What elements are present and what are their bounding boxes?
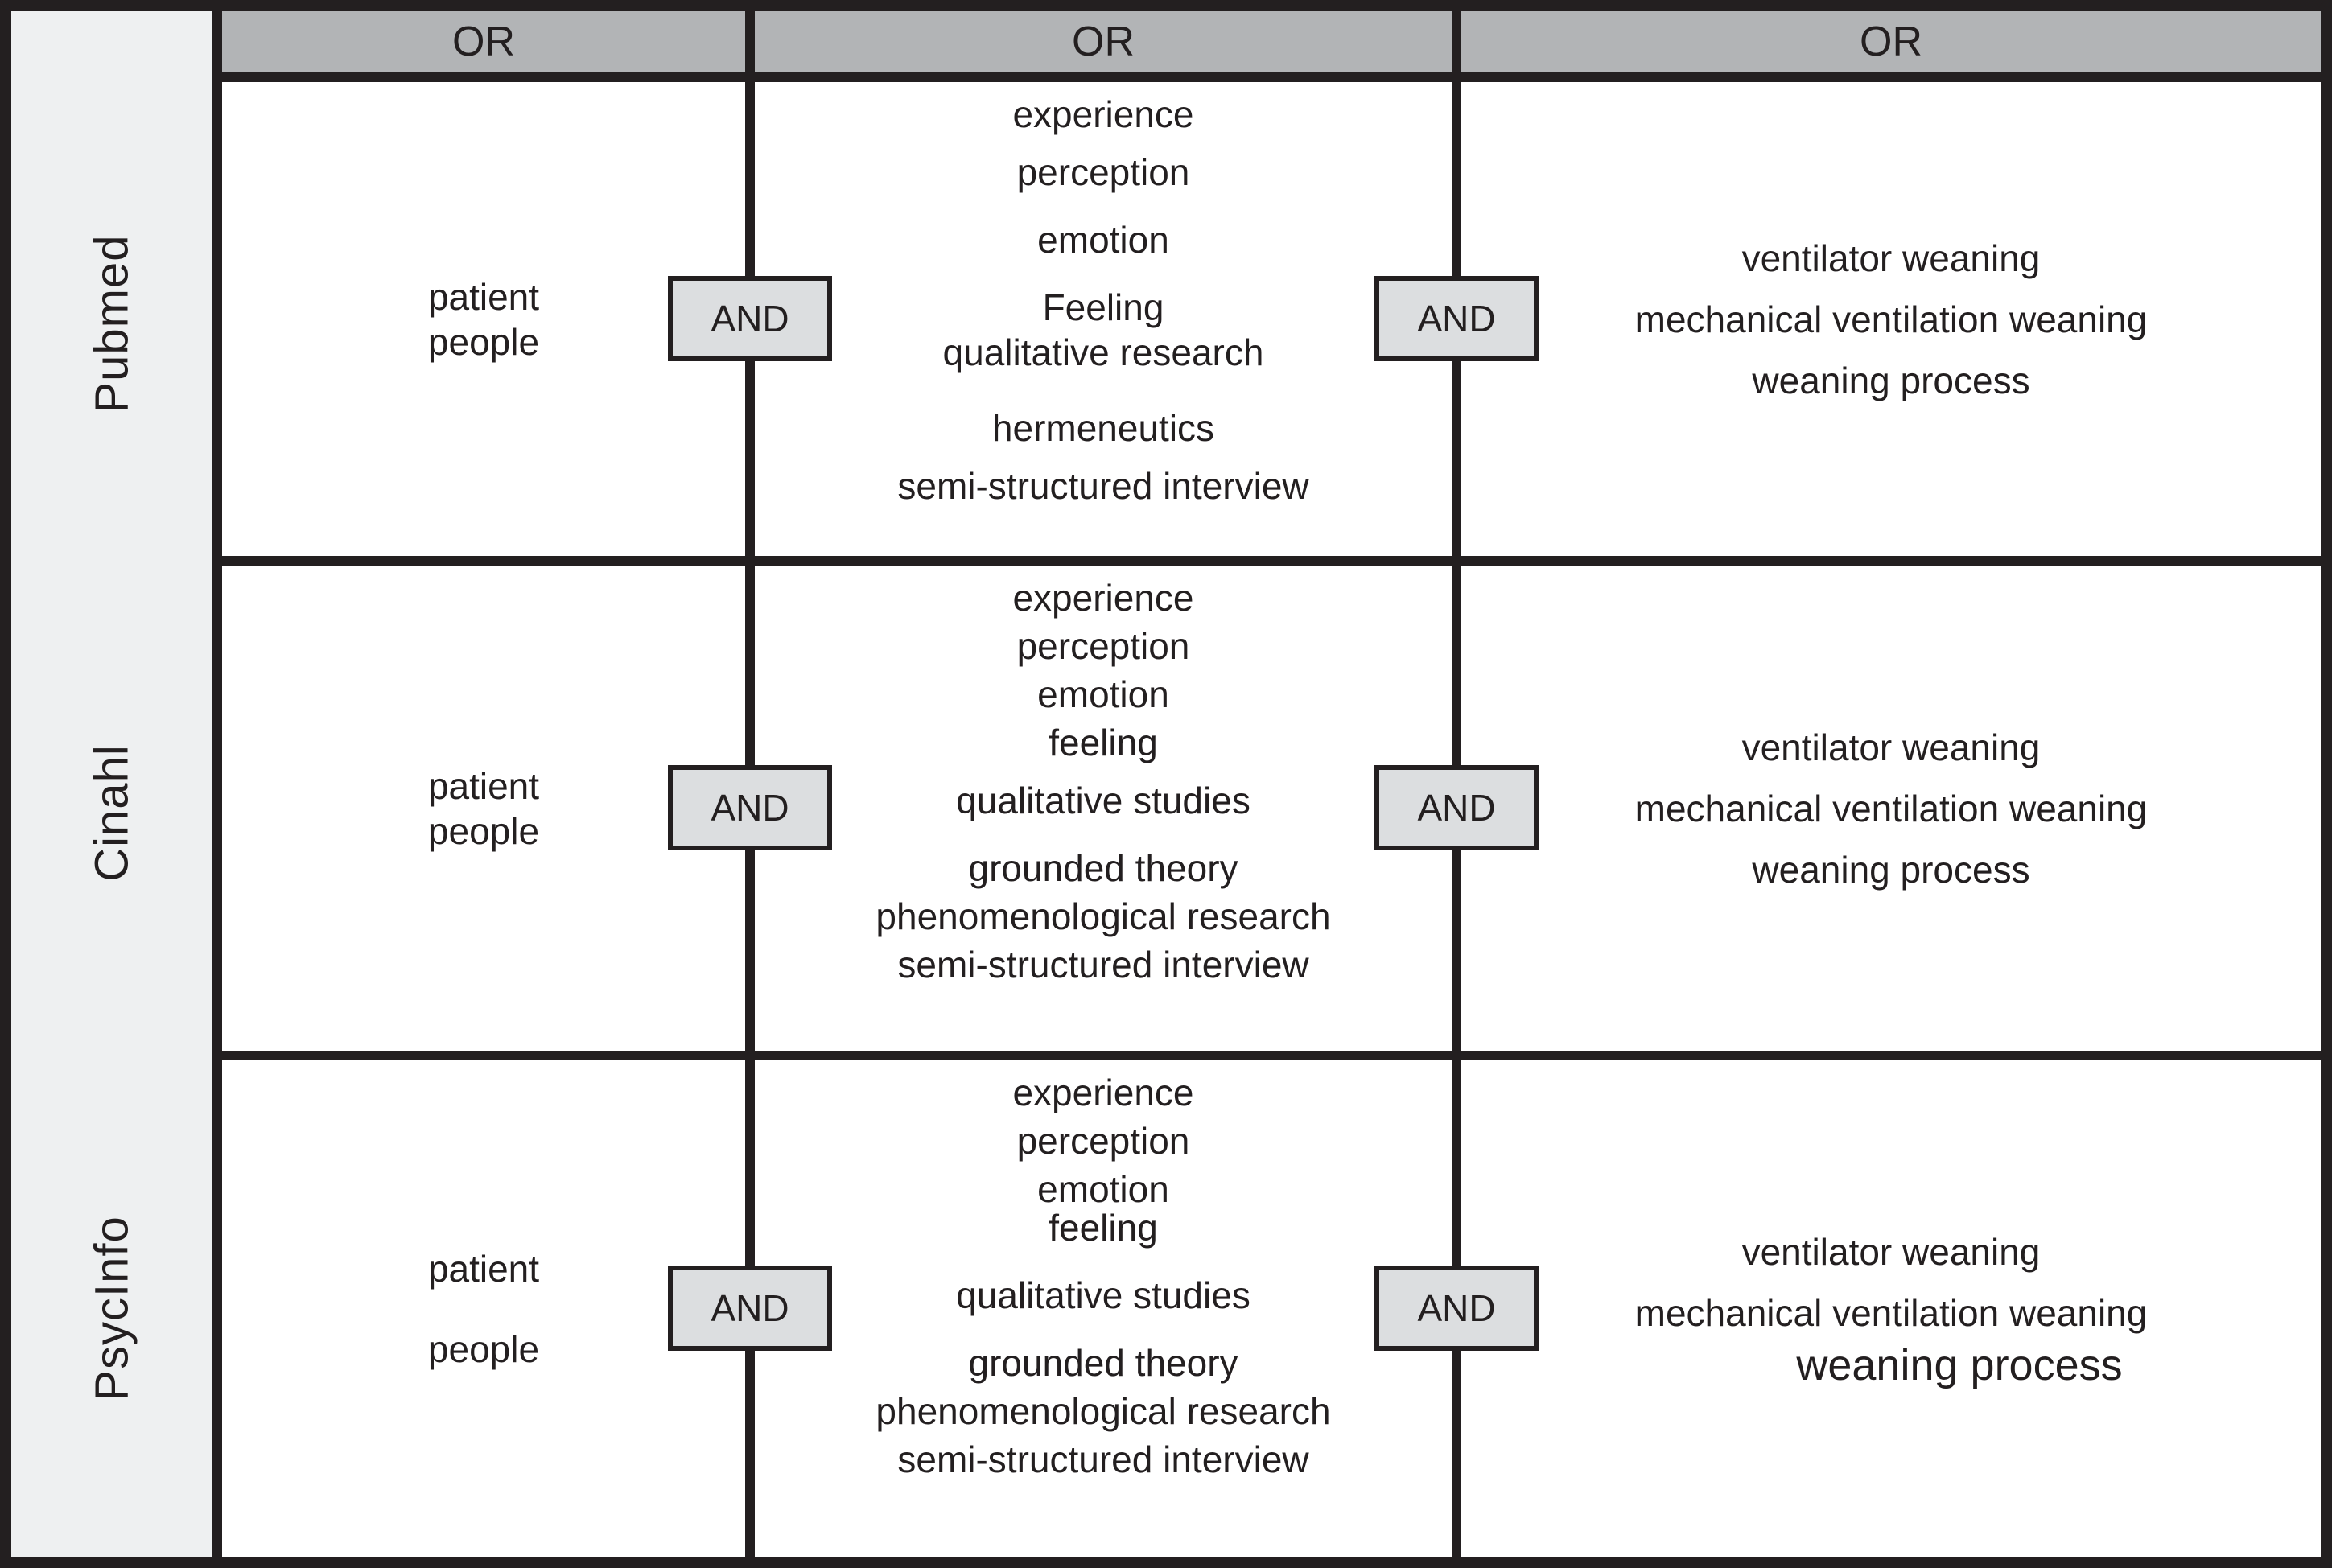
and-box: AND: [668, 1266, 832, 1351]
concept-term: qualitative research: [942, 331, 1264, 373]
psycinfo-concepts-cell: experience perception emotion feeling qu…: [755, 1060, 1452, 1557]
pubmed-population-cell: patient people: [222, 82, 745, 556]
database-column-header-spacer: [11, 11, 212, 82]
concept-term: feeling: [1049, 1207, 1158, 1249]
table-grid: OR OR OR patient people experience perce…: [222, 11, 2321, 1557]
cinahl-concepts-cell: experience perception emotion feeling qu…: [755, 566, 1452, 1051]
concept-term: perception: [1016, 625, 1190, 667]
concept-term: emotion: [1037, 219, 1169, 261]
concept-term: experience: [1012, 93, 1194, 135]
and-label: AND: [1417, 787, 1496, 829]
database-column: Pubmed Cinahl PsycInfo: [11, 11, 212, 1557]
database-row-pubmed: Pubmed: [11, 82, 212, 566]
database-label-psycinfo: PsycInfo: [85, 1216, 138, 1401]
or-header-population: OR: [222, 11, 745, 72]
population-term: patient: [427, 275, 540, 318]
outcome-term: weaning process: [1752, 359, 2030, 401]
outcome-term: weaning process: [1796, 1341, 2123, 1389]
population-term: people: [427, 320, 540, 363]
outcome-term: ventilator weaning: [1741, 1231, 2041, 1273]
pubmed-concepts-cell: experience perception emotion Feeling qu…: [755, 82, 1452, 556]
cinahl-outcomes-cell: ventilator weaning mechanical ventilatio…: [1461, 566, 2321, 1051]
psycinfo-outcomes-cell: ventilator weaning mechanical ventilatio…: [1461, 1060, 2321, 1557]
outcome-term: ventilator weaning: [1741, 726, 2041, 768]
database-label-cinahl: Cinahl: [85, 744, 138, 882]
and-box: AND: [668, 276, 832, 361]
cinahl-population-cell: patient people: [222, 566, 745, 1051]
and-label: AND: [711, 787, 789, 829]
psycinfo-population-cell: patient people: [222, 1060, 745, 1557]
concept-term: feeling: [1049, 722, 1158, 763]
database-label-pubmed: Pubmed: [85, 234, 138, 414]
concept-term: qualitative studies: [956, 780, 1250, 821]
concept-term: Feeling: [1042, 286, 1164, 328]
and-label: AND: [1417, 1287, 1496, 1329]
outcome-term: mechanical ventilation weaning: [1634, 787, 2148, 829]
or-header-label: OR: [452, 19, 515, 65]
population-term: patient: [427, 764, 540, 807]
or-header-label: OR: [1860, 19, 1922, 65]
concept-term: experience: [1012, 577, 1194, 619]
concept-term: emotion: [1037, 673, 1169, 715]
database-row-psycinfo: PsycInfo: [11, 1060, 212, 1557]
or-header-concepts: OR: [755, 11, 1452, 72]
concept-term: qualitative studies: [956, 1274, 1250, 1316]
concept-term: perception: [1016, 1120, 1190, 1162]
or-header-outcomes: OR: [1461, 11, 2321, 72]
table-content: OR OR OR patient people experience perce…: [222, 11, 2321, 1557]
concept-term: grounded theory: [968, 1342, 1238, 1384]
population-term: patient: [427, 1247, 540, 1290]
and-box: AND: [668, 765, 832, 850]
population-term: people: [427, 1327, 540, 1370]
and-box: AND: [1374, 276, 1539, 361]
concept-term: phenomenological research: [876, 895, 1331, 937]
concept-term: semi-structured interview: [897, 944, 1309, 986]
population-term: people: [427, 809, 540, 852]
database-row-cinahl: Cinahl: [11, 566, 212, 1060]
outcome-term: mechanical ventilation weaning: [1634, 298, 2148, 340]
and-label: AND: [711, 1287, 789, 1329]
concept-term: experience: [1012, 1072, 1194, 1113]
outcome-term: mechanical ventilation weaning: [1634, 1292, 2148, 1334]
concept-term: perception: [1016, 151, 1190, 193]
or-header-label: OR: [1072, 19, 1135, 65]
and-label: AND: [711, 298, 789, 340]
outcome-term: weaning process: [1752, 848, 2030, 891]
and-label: AND: [1417, 298, 1496, 340]
concept-term: semi-structured interview: [897, 465, 1309, 507]
concept-term: grounded theory: [968, 847, 1238, 889]
concept-term: hermeneutics: [991, 407, 1215, 449]
concept-term: emotion: [1037, 1168, 1169, 1210]
and-box: AND: [1374, 765, 1539, 850]
outcome-term: ventilator weaning: [1741, 237, 2041, 279]
concept-term: phenomenological research: [876, 1390, 1331, 1432]
pubmed-outcomes-cell: ventilator weaning mechanical ventilatio…: [1461, 82, 2321, 556]
concept-term: semi-structured interview: [897, 1438, 1309, 1480]
and-box: AND: [1374, 1266, 1539, 1351]
